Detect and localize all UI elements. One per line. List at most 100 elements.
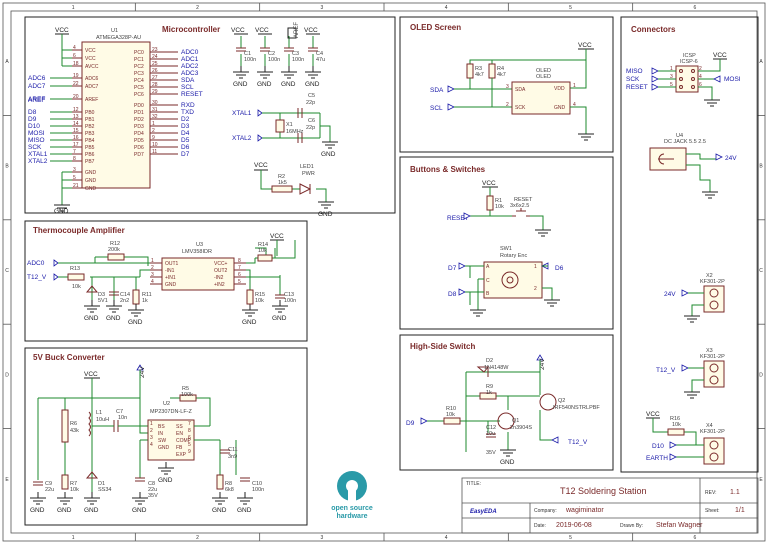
- svg-text:GND: GND: [30, 507, 45, 514]
- svg-text:C5: C5: [308, 93, 315, 99]
- svg-text:R11: R11: [142, 292, 152, 298]
- svg-text:D9: D9: [28, 116, 37, 123]
- svg-text:XTAL2: XTAL2: [28, 158, 48, 165]
- svg-text:9: 9: [188, 449, 191, 455]
- svg-text:1: 1: [150, 421, 153, 427]
- svg-text:MISO: MISO: [626, 68, 643, 75]
- svg-text:SDA: SDA: [515, 87, 526, 93]
- svg-text:+IN2: +IN2: [214, 282, 225, 288]
- thermo-ground: GND: [128, 304, 144, 326]
- svg-text:PB2: PB2: [85, 124, 95, 130]
- svg-text:8: 8: [73, 156, 76, 162]
- svg-text:C12: C12: [486, 425, 496, 431]
- section-title-buck: 5V Buck Converter: [33, 353, 105, 362]
- svg-text:LMV358IDR: LMV358IDR: [182, 249, 212, 255]
- svg-text:GND: GND: [165, 282, 177, 288]
- svg-text:100n: 100n: [244, 57, 256, 63]
- svg-text:2n2: 2n2: [120, 298, 129, 304]
- panel-connectors: Connectors: [620, 16, 759, 473]
- svg-text:26: 26: [152, 68, 158, 74]
- svg-text:22p: 22p: [306, 100, 315, 106]
- svg-text:20: 20: [73, 94, 79, 100]
- svg-text:D2: D2: [486, 358, 493, 364]
- svg-text:DC JACK 5.5 2.5: DC JACK 5.5 2.5: [664, 139, 706, 145]
- sda-net: SDA: [430, 87, 444, 94]
- svg-text:AREF: AREF: [28, 96, 45, 103]
- svg-text:100n: 100n: [292, 57, 304, 63]
- svg-text:VCC: VCC: [578, 42, 592, 49]
- buck-ground: GND: [212, 492, 228, 514]
- svg-text:200k: 200k: [108, 247, 120, 253]
- svg-text:OUT2: OUT2: [214, 268, 228, 274]
- svg-text:R10: R10: [446, 406, 456, 412]
- scl-net: SCL: [430, 105, 443, 112]
- svg-text:22u: 22u: [45, 487, 54, 493]
- svg-text:PD6: PD6: [134, 145, 144, 151]
- svg-text:VDD: VDD: [554, 86, 565, 92]
- svg-text:10u: 10u: [486, 431, 495, 437]
- svg-text:GND: GND: [242, 319, 257, 326]
- svg-text:100n: 100n: [268, 57, 280, 63]
- svg-text:OLED: OLED: [536, 74, 551, 80]
- svg-text:24V: 24V: [539, 358, 546, 370]
- decap-ground: GND: [281, 66, 297, 88]
- svg-text:16MHz: 16MHz: [286, 129, 304, 135]
- svg-text:35V: 35V: [148, 493, 158, 499]
- reset-net: RESET: [447, 215, 469, 222]
- svg-text:4: 4: [151, 279, 154, 285]
- frame-col-label: 5: [569, 535, 572, 541]
- svg-text:COMP: COMP: [176, 438, 192, 444]
- frame-row-label: E: [5, 477, 9, 483]
- svg-text:GND: GND: [85, 170, 97, 176]
- svg-text:ADC1: ADC1: [181, 56, 199, 63]
- svg-text:GND: GND: [85, 178, 97, 184]
- svg-text:XTAL1: XTAL1: [28, 151, 48, 158]
- svg-text:OLED: OLED: [536, 68, 551, 74]
- svg-text:R7: R7: [70, 481, 77, 487]
- svg-text:14: 14: [73, 121, 79, 127]
- svg-text:10k: 10k: [70, 487, 79, 493]
- svg-text:9: 9: [152, 135, 155, 141]
- svg-text:SDA: SDA: [181, 77, 195, 84]
- frame-col-label: 2: [196, 5, 199, 11]
- svg-text:GND: GND: [106, 315, 121, 322]
- svg-text:8: 8: [238, 258, 241, 264]
- svg-text:Drawn By:: Drawn By:: [620, 523, 643, 529]
- aref-symbol: [287, 27, 297, 39]
- frame-col-label: 4: [445, 5, 448, 11]
- svg-text:U3: U3: [196, 242, 203, 248]
- svg-text:18: 18: [73, 61, 79, 67]
- svg-text:10k: 10k: [72, 284, 81, 290]
- svg-text:21: 21: [73, 183, 79, 189]
- svg-text:PC1: PC1: [134, 57, 144, 63]
- decoupling-vcc: VCC VCC VCC AREF: [231, 22, 318, 39]
- svg-text:GND: GND: [57, 507, 72, 514]
- frame-row-label: A: [759, 59, 763, 65]
- svg-text:1k: 1k: [142, 298, 148, 304]
- svg-text:47u: 47u: [316, 57, 325, 63]
- svg-text:SW: SW: [158, 438, 166, 444]
- svg-text:1k: 1k: [486, 390, 492, 396]
- svg-text:AREF: AREF: [294, 22, 300, 38]
- svg-text:GND: GND: [272, 315, 287, 322]
- svg-text:1N4148W: 1N4148W: [484, 365, 509, 371]
- svg-text:D3: D3: [98, 292, 105, 298]
- svg-text:2: 2: [699, 66, 702, 72]
- section-title-connectors: Connectors: [631, 25, 676, 34]
